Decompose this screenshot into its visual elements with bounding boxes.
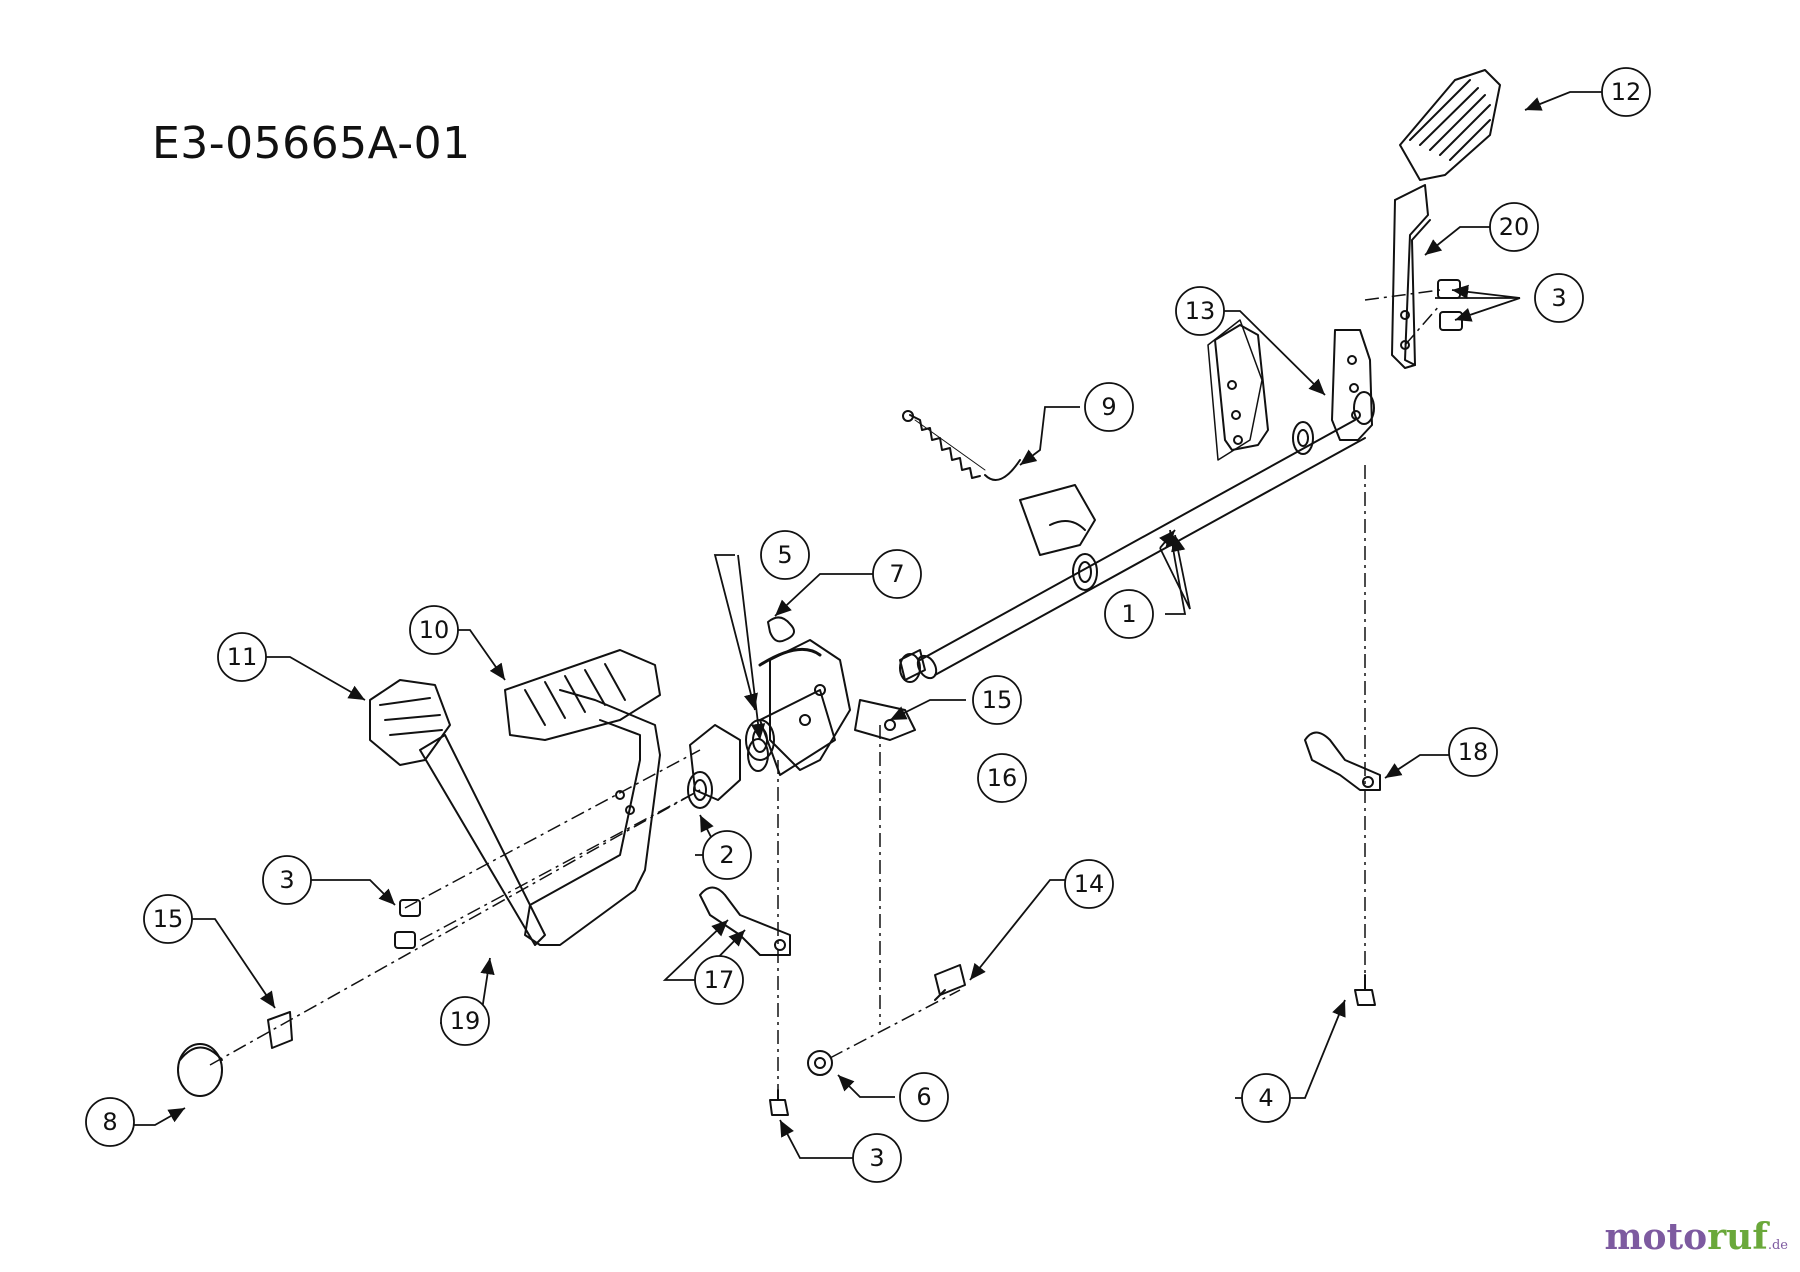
pedal-arm-left <box>419 689 661 946</box>
svg-text:14: 14 <box>1074 870 1105 898</box>
pedal-arm-right <box>1391 184 1431 369</box>
sector-plate <box>758 639 851 771</box>
fasteners <box>177 279 1463 1116</box>
centerlines <box>209 289 1441 1090</box>
spring <box>902 410 1021 481</box>
svg-text:15: 15 <box>982 686 1013 714</box>
svg-text:13: 13 <box>1185 297 1216 325</box>
svg-text:8: 8 <box>102 1108 117 1136</box>
svg-text:3: 3 <box>869 1144 884 1172</box>
svg-text:12: 12 <box>1611 78 1642 106</box>
callout-8: 8 <box>85 1097 135 1147</box>
svg-text:2: 2 <box>719 841 734 869</box>
foot-pad-11 <box>369 679 451 766</box>
callout-17: 17 <box>694 955 744 1005</box>
svg-text:3: 3 <box>279 866 294 894</box>
callout-7: 7 <box>872 549 922 599</box>
svg-text:10: 10 <box>419 616 450 644</box>
callout-2: 2 <box>702 830 752 880</box>
callout-13: 13 <box>1175 286 1225 336</box>
callout-10: 10 <box>409 605 459 655</box>
callout-bubbles: 1 2 3 3 3 4 5 6 7 8 9 10 11 12 13 14 15 … <box>85 67 1651 1183</box>
washers <box>1292 391 1375 455</box>
svg-text:19: 19 <box>450 1007 481 1035</box>
svg-text:17: 17 <box>704 966 735 994</box>
callout-20: 20 <box>1489 202 1539 252</box>
leaders <box>90 91 1628 1159</box>
callout-15: 15 <box>972 675 1022 725</box>
svg-text:5: 5 <box>777 541 792 569</box>
right-plate <box>1207 319 1269 461</box>
callout-18: 18 <box>1448 727 1498 777</box>
svg-text:1: 1 <box>1121 600 1136 628</box>
callout-11: 11 <box>217 632 267 682</box>
link-plate-16 <box>854 699 916 741</box>
shaft <box>916 419 1366 680</box>
mount-plate-13 <box>1331 329 1373 441</box>
callout-15: 15 <box>143 894 193 944</box>
drawing-code: E3-05665A-01 <box>152 118 471 169</box>
callout-3: 3 <box>852 1133 902 1183</box>
callout-9: 9 <box>1084 382 1134 432</box>
callout-5: 5 <box>760 530 810 580</box>
svg-text:20: 20 <box>1499 213 1530 241</box>
callout-16: 16 <box>977 753 1027 803</box>
svg-text:9: 9 <box>1101 393 1116 421</box>
svg-text:4: 4 <box>1258 1084 1273 1112</box>
svg-text:6: 6 <box>916 1083 931 1111</box>
svg-text:7: 7 <box>889 560 904 588</box>
svg-text:15: 15 <box>153 905 184 933</box>
callout-19: 19 <box>440 996 490 1046</box>
callout-1: 1 <box>1104 589 1154 639</box>
svg-text:18: 18 <box>1458 738 1489 766</box>
svg-text:11: 11 <box>227 643 258 671</box>
clip-17 <box>699 886 791 956</box>
callout-4: 4 <box>1241 1073 1291 1123</box>
foot-pad-10 <box>504 649 661 741</box>
clip-7 <box>767 616 795 643</box>
svg-text:16: 16 <box>987 764 1018 792</box>
clip-18 <box>1304 731 1381 791</box>
bushing-upper <box>899 649 926 683</box>
foot-pad-right <box>1399 69 1501 181</box>
shaft-bracket <box>1019 484 1098 591</box>
watermark-logo: motoruf.de <box>1604 1216 1788 1258</box>
bearing-plate-left <box>687 724 769 809</box>
callout-12: 12 <box>1601 67 1651 117</box>
callout-14: 14 <box>1064 859 1114 909</box>
callout-3: 3 <box>262 855 312 905</box>
callout-3: 3 <box>1534 273 1584 323</box>
callout-6: 6 <box>899 1072 949 1122</box>
svg-text:3: 3 <box>1551 284 1566 312</box>
